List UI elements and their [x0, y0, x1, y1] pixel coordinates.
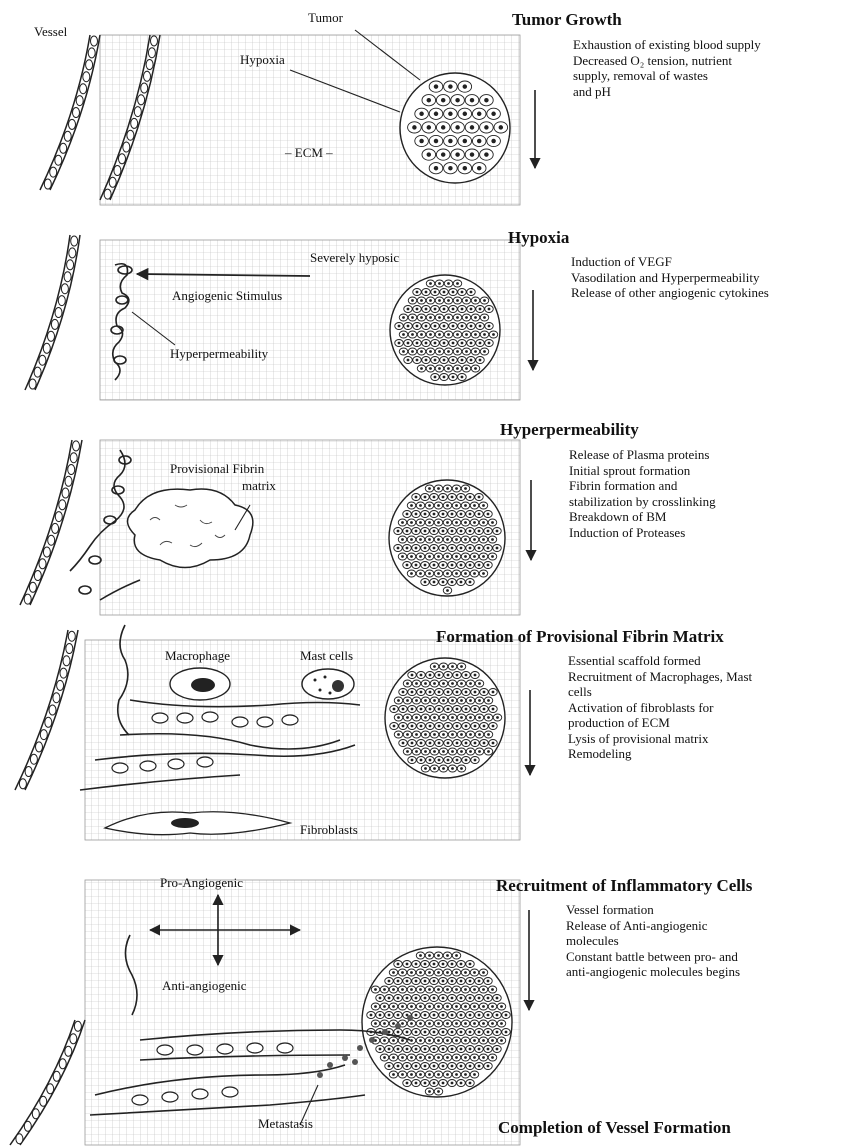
tumor-3 [389, 480, 505, 596]
stage-desc-fibrin-matrix: Essential scaffold formed Recruitment of… [568, 653, 752, 762]
mast-cell [302, 669, 354, 699]
label-metastasis: Metastasis [258, 1116, 313, 1131]
stage-title-vessel-completion: Completion of Vessel Formation [498, 1118, 731, 1138]
vessel-wall-1a [40, 35, 100, 190]
label-fibroblasts: Fibroblasts [300, 822, 358, 837]
label-provisional-fibrin: Provisional Fibrin [170, 461, 265, 476]
stage-title-inflammatory-cells: Recruitment of Inflammatory Cells [496, 876, 752, 896]
label-mast-cells: Mast cells [300, 648, 353, 663]
label-macrophage: Macrophage [165, 648, 230, 663]
stage-title-hypoxia: Hypoxia [508, 228, 569, 248]
vessel-wall-2 [25, 235, 80, 390]
tumor-2 [390, 275, 500, 385]
label-ecm: – ECM – [284, 145, 333, 160]
label-severely-hypoxic: Severely hyposic [310, 250, 399, 265]
stage-title-tumor-growth: Tumor Growth [512, 10, 622, 30]
label-hypoxia: Hypoxia [240, 52, 285, 67]
stage-title-hyperpermeability: Hyperpermeability [500, 420, 639, 440]
stage-desc-inflammatory-cells: Vessel formation Release of Anti-angioge… [566, 902, 740, 980]
label-provisional-fibrin-matrix: matrix [242, 478, 276, 493]
vessel-wall-4 [15, 630, 78, 790]
macrophage-cell [170, 668, 230, 700]
label-tumor: Tumor [308, 10, 344, 25]
vessel-wall-5 [10, 1020, 85, 1145]
stage-desc-hyperpermeability: Release of Plasma proteins Initial sprou… [569, 447, 716, 540]
label-pro-angiogenic: Pro-Angiogenic [160, 875, 243, 890]
label-angiogenic-stimulus: Angiogenic Stimulus [172, 288, 282, 303]
tumor-5 [362, 947, 512, 1097]
tumor-4 [385, 658, 505, 778]
label-vessel: Vessel [34, 24, 68, 39]
label-hyperpermeability: Hyperpermeability [170, 346, 269, 361]
label-anti-angiogenic: Anti-angiogenic [162, 978, 247, 993]
stage-title-fibrin-matrix: Formation of Provisional Fibrin Matrix [436, 627, 724, 647]
tumor-1 [400, 73, 510, 183]
vessel-wall-3 [20, 440, 82, 605]
stage-desc-hypoxia: Induction of VEGF Vasodilation and Hyper… [571, 254, 769, 301]
stage-desc-tumor-growth: Exhaustion of existing blood supply Decr… [573, 37, 761, 99]
